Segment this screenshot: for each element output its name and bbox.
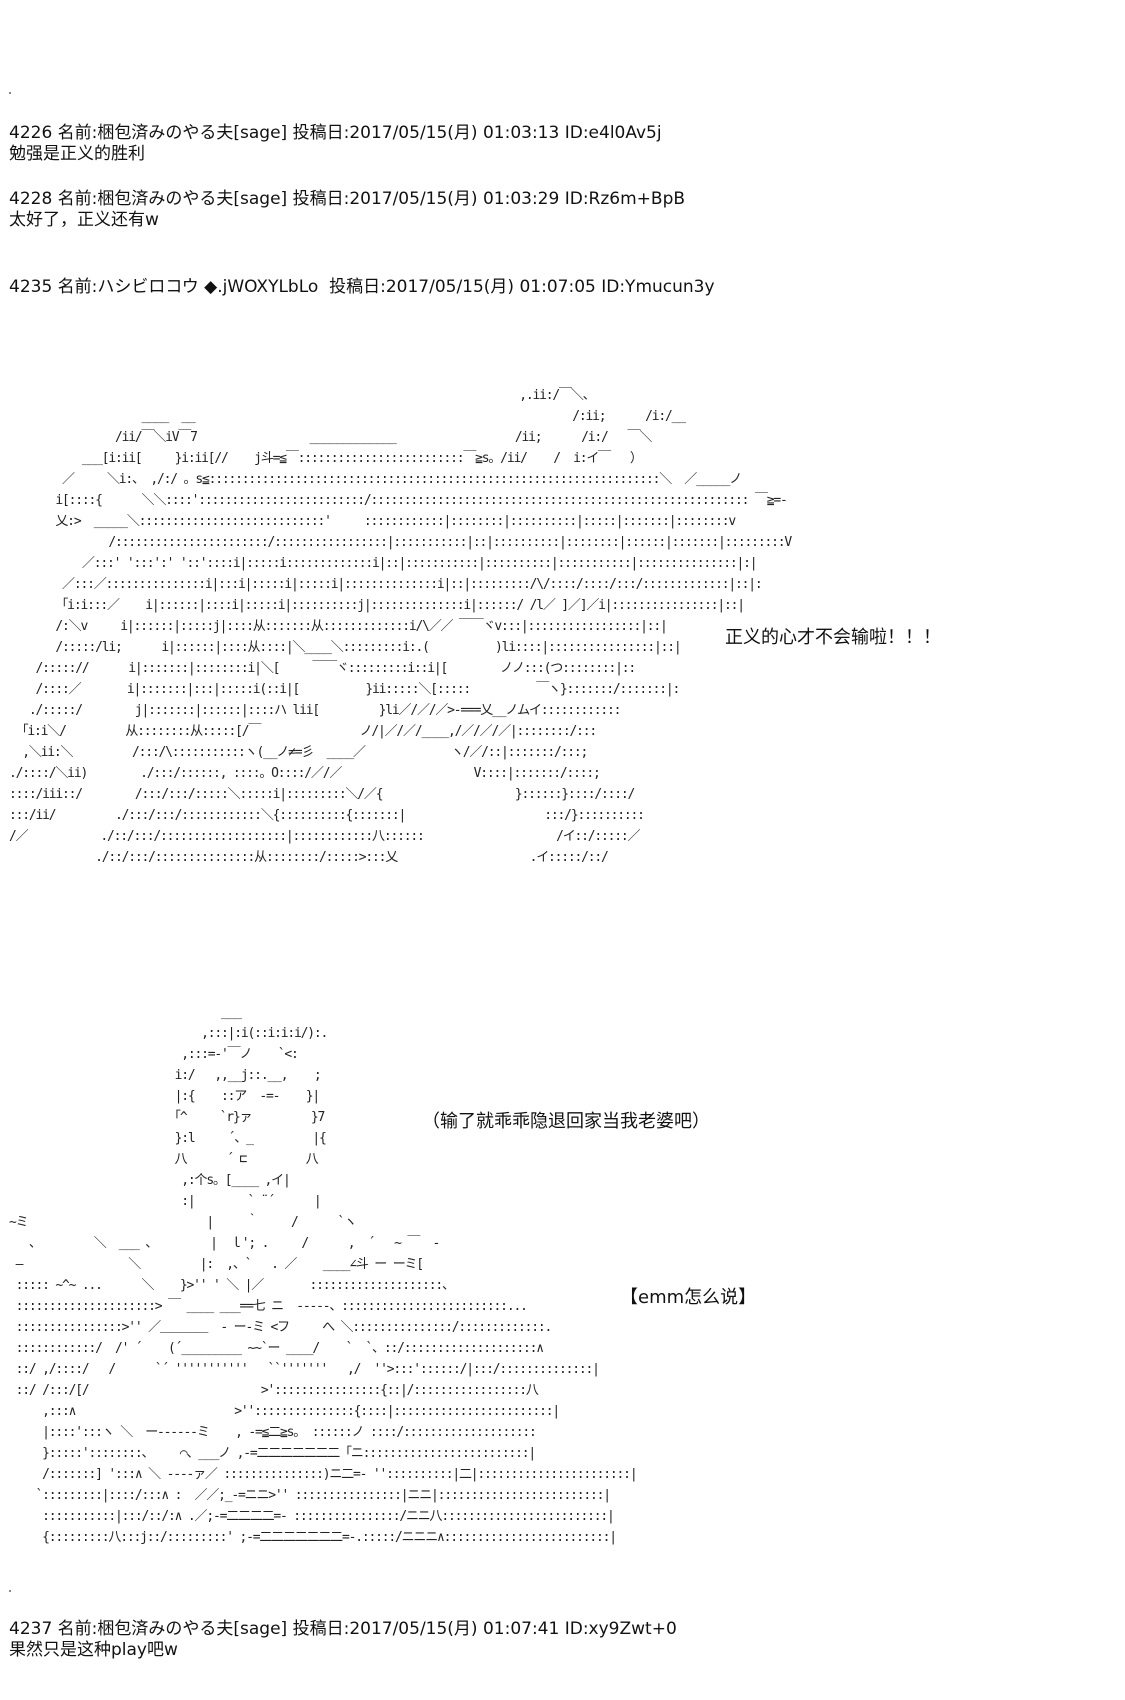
ascii-art-fist: ,.ii:/￣＼、 ____ __ /:ii; /i:/__ /ii/￣＼iV￣…	[9, 388, 792, 865]
speech-line-justice: 正义的心才不会输啦！！！	[725, 627, 941, 648]
speech-line-emm: 【emm怎么说】	[620, 1287, 757, 1308]
post-header-4226: 4226 名前:梱包済みのやる夫[sage] 投稿日:2017/05/15(月)…	[9, 123, 662, 143]
post-header-4228: 4228 名前:梱包済みのやる夫[sage] 投稿日:2017/05/15(月)…	[9, 189, 686, 209]
page-mark	[9, 1590, 11, 1592]
post-body-4237: 果然只是这种play吧w	[9, 1640, 178, 1660]
speech-line-retire: （输了就乖乖隐退回家当我老婆吧）	[422, 1111, 710, 1132]
page-mark	[9, 92, 11, 94]
post-body-4226: 勉强是正义的胜利	[9, 144, 145, 164]
ascii-art-man: ___ ,:::|:i(::i:i:i/):. ,:::=-'￣ノ `<: i:…	[9, 1005, 638, 1545]
post-header-4235: 4235 名前:ハシビロコウ ◆.jWOXYLbLo 投稿日:2017/05/1…	[9, 277, 715, 297]
post-header-4237: 4237 名前:梱包済みのやる夫[sage] 投稿日:2017/05/15(月)…	[9, 1619, 677, 1639]
post-body-4228: 太好了，正义还有w	[9, 210, 159, 230]
